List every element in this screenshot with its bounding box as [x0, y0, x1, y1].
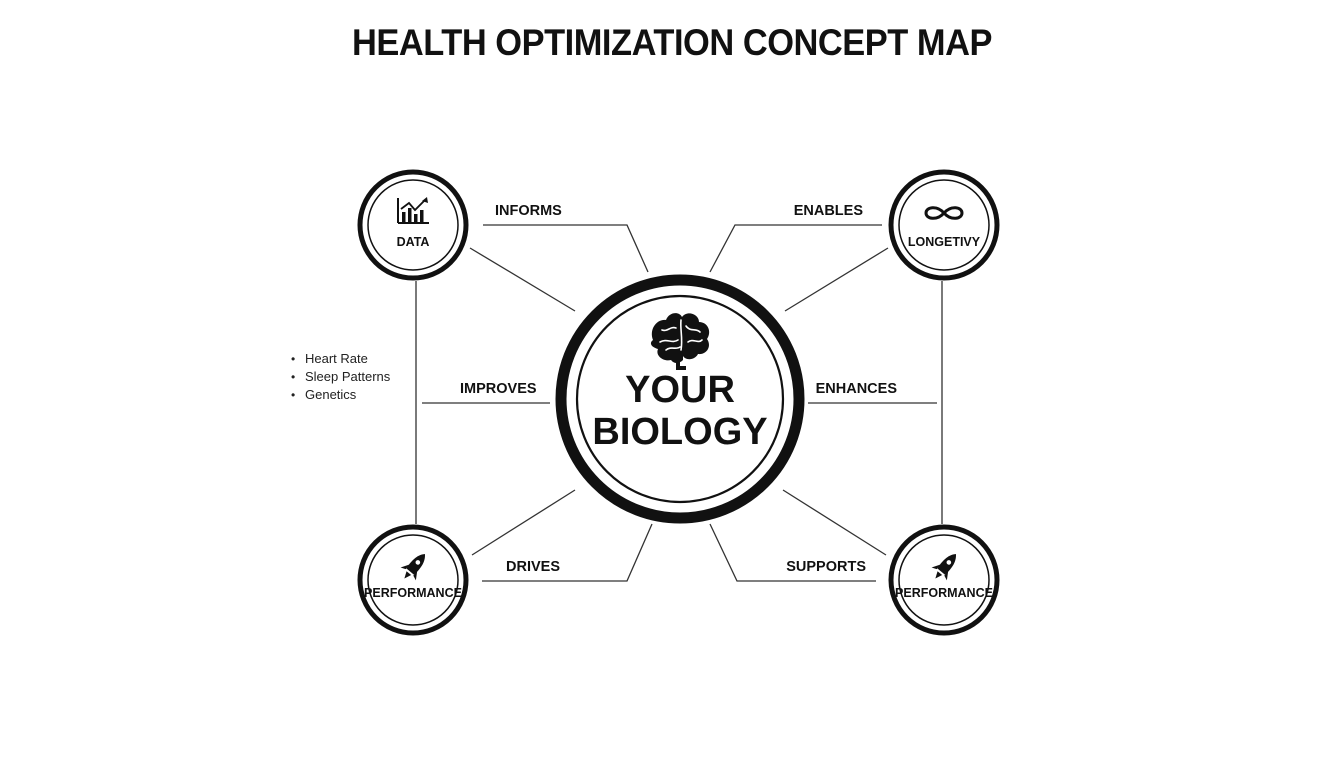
- center-label-line1: YOUR: [625, 369, 735, 411]
- node-label-longevity: LONGETIVY: [908, 235, 981, 249]
- node-performance-right: PERFORMANCE: [888, 524, 1000, 636]
- node-data: DATA: [357, 169, 469, 281]
- connector-lines: [415, 224, 943, 582]
- label-informs: INFORMS: [495, 203, 562, 219]
- node-label-performance-left: PERFORMANCE: [364, 586, 462, 600]
- connector-data-center: [469, 247, 576, 312]
- node-performance-left: PERFORMANCE: [357, 524, 469, 636]
- connector-center-performance-left: [471, 489, 576, 556]
- infinity-icon: [924, 206, 964, 220]
- connector-enables: [709, 224, 882, 273]
- connector-longevity-center: [784, 247, 889, 312]
- list-item: Heart Rate: [291, 350, 390, 368]
- data-points-list: Heart Rate Sleep Patterns Genetics: [291, 350, 390, 404]
- label-improves: IMPROVES: [460, 381, 537, 397]
- page-title: HEALTH OPTIMIZATION CONCEPT MAP: [352, 22, 992, 63]
- list-item-label: Heart Rate: [305, 351, 368, 366]
- list-item-label: Genetics: [305, 387, 357, 402]
- label-enables: ENABLES: [794, 203, 864, 219]
- node-label-data: DATA: [397, 235, 430, 249]
- list-item: Sleep Patterns: [291, 368, 390, 386]
- label-enhances: ENHANCES: [816, 381, 898, 397]
- connector-center-performance-right: [782, 489, 887, 556]
- rocket-icon: [931, 553, 956, 581]
- label-supports: SUPPORTS: [786, 559, 866, 575]
- node-label-performance-right: PERFORMANCE: [895, 586, 993, 600]
- connector-drives: [482, 523, 653, 582]
- label-drives: DRIVES: [506, 559, 560, 575]
- connector-supports: [709, 523, 876, 582]
- center-node: YOUR BIOLOGY: [555, 274, 805, 524]
- list-item: Genetics: [291, 386, 390, 404]
- node-longevity: LONGETIVY: [888, 169, 1000, 281]
- rocket-icon: [400, 553, 425, 581]
- list-item-label: Sleep Patterns: [305, 369, 391, 384]
- connector-informs: [483, 224, 649, 273]
- center-label-line2: BIOLOGY: [592, 411, 767, 453]
- chart-icon: [397, 197, 429, 224]
- brain-icon: [650, 313, 710, 370]
